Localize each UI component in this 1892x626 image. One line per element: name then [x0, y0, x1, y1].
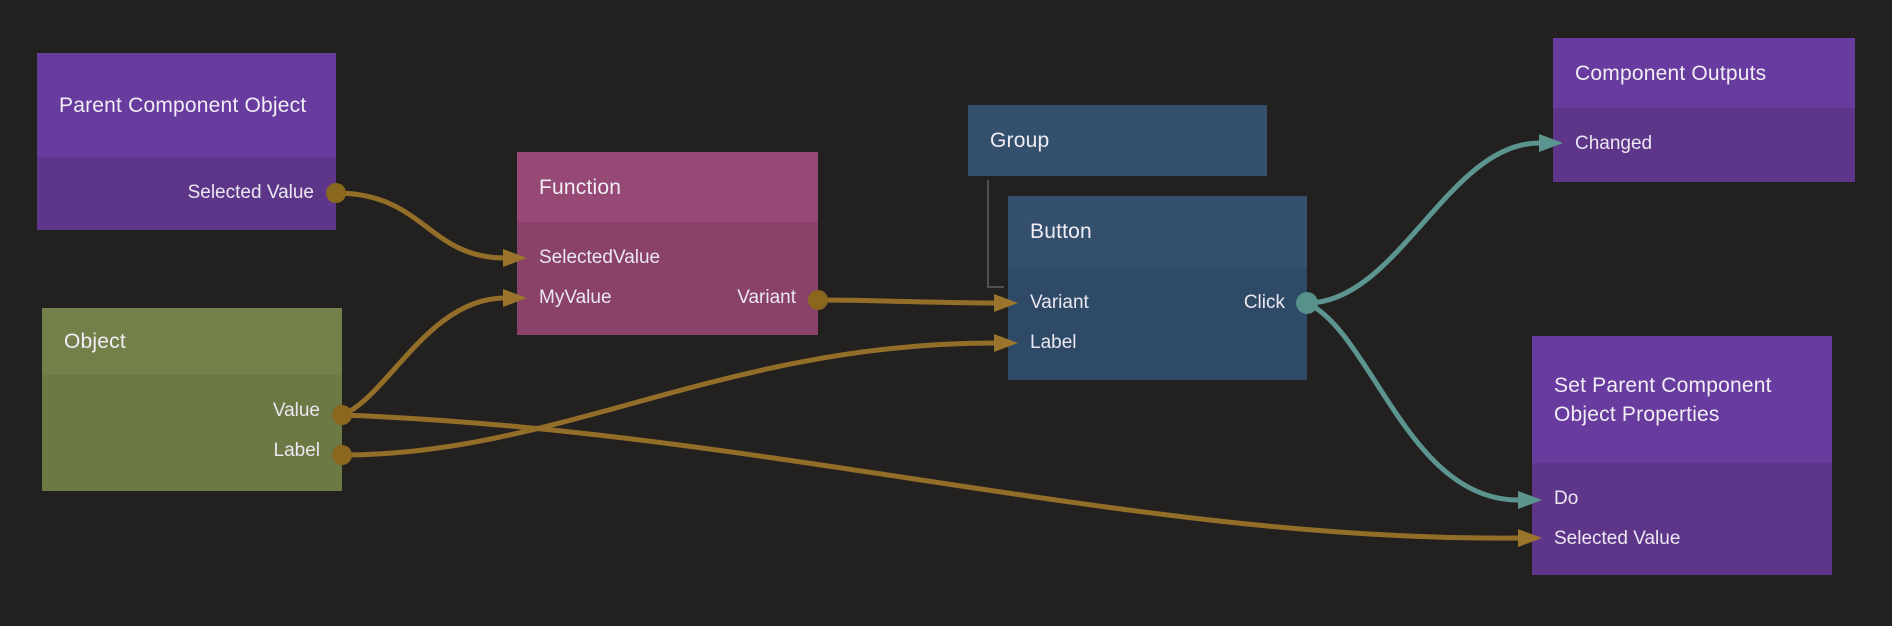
port-row: Selected Value	[1532, 519, 1832, 559]
port-row: Label	[1008, 323, 1307, 363]
port-selectedvalue-input[interactable]: SelectedValue	[539, 247, 661, 268]
port-row: Variant Click	[1008, 283, 1307, 323]
node-title: Group	[990, 129, 1050, 152]
port-myvalue-input[interactable]: MyValue	[539, 287, 612, 308]
node-function[interactable]: Function SelectedValue MyValue Variant	[517, 152, 818, 335]
node-header: Component Outputs	[1553, 38, 1855, 108]
node-button[interactable]: Button Variant Click Label	[1008, 196, 1307, 380]
port-click-output[interactable]: Click	[1243, 292, 1285, 313]
wire-click-to-changed[interactable]	[1304, 140, 1542, 306]
port-row: MyValue Variant	[517, 278, 818, 318]
node-title: Button	[1030, 220, 1092, 243]
port-row: Selected Value	[37, 173, 336, 213]
port-label-input[interactable]: Label	[1030, 332, 1077, 353]
node-title: Component Outputs	[1575, 61, 1767, 85]
wire-selectedvalue-to-function[interactable]	[333, 190, 508, 261]
port-label-output[interactable]: Label	[273, 440, 321, 461]
port-do-input[interactable]: Do	[1554, 488, 1579, 509]
port-variant-input[interactable]: Variant	[1030, 292, 1089, 313]
node-set-parent-component-object-properties[interactable]: Set Parent Component Object Properties D…	[1532, 336, 1832, 575]
wire-value-to-myvalue[interactable]	[339, 295, 508, 418]
group-child-link	[987, 180, 1004, 288]
port-variant-output[interactable]: Variant	[737, 287, 796, 308]
port-row: Label	[42, 431, 342, 471]
node-title: Set Parent Component Object Properties	[1554, 373, 1772, 426]
wire-click-to-do[interactable]	[1304, 300, 1521, 503]
port-row: Do	[1532, 479, 1832, 519]
node-component-outputs[interactable]: Component Outputs Changed	[1553, 38, 1855, 182]
port-value-output[interactable]: Value	[272, 400, 320, 421]
node-title: Parent Component Object	[59, 93, 307, 117]
node-header: Set Parent Component Object Properties	[1532, 336, 1832, 463]
port-selected-value-output[interactable]: Selected Value	[187, 182, 314, 203]
node-parent-component-object[interactable]: Parent Component Object Selected Value	[37, 53, 336, 230]
node-group[interactable]: Group	[968, 105, 1267, 176]
node-header: Object	[42, 308, 342, 375]
wire-variant-to-button-variant[interactable]	[815, 297, 997, 306]
port-changed-input[interactable]: Changed	[1575, 133, 1653, 154]
node-header: Button	[1008, 196, 1307, 267]
node-header: Group	[968, 105, 1267, 176]
node-object[interactable]: Object Value Label	[42, 308, 342, 491]
port-selected-value-input[interactable]: Selected Value	[1554, 528, 1681, 549]
port-row: SelectedValue	[517, 238, 818, 278]
wire-value-to-setparent-selectedvalue[interactable]	[339, 412, 1521, 541]
node-title: Function	[539, 175, 622, 199]
port-row: Value	[42, 391, 342, 431]
port-row: Changed	[1553, 124, 1855, 164]
node-header: Function	[517, 152, 818, 222]
node-title: Object	[64, 330, 126, 353]
wire-label-to-button-label[interactable]	[339, 340, 997, 458]
node-header: Parent Component Object	[37, 53, 336, 157]
